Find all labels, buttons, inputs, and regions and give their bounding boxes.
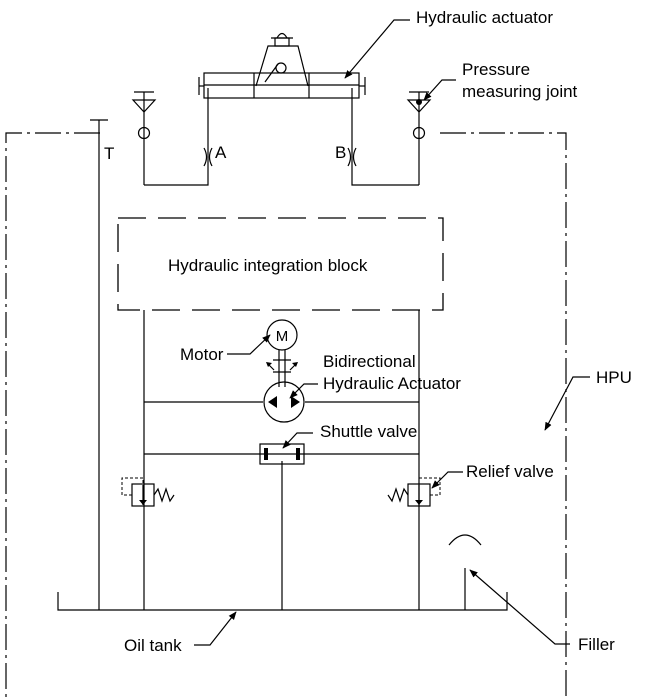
orifice-a (203, 147, 213, 167)
label-relief-valve: Relief valve (466, 462, 554, 481)
motor-symbol: M (276, 328, 289, 345)
label-pressure-line2: measuring joint (462, 82, 578, 101)
main-lines (143, 100, 466, 610)
integration-block (117, 217, 444, 311)
label-integration-block: Hydraulic integration block (168, 256, 368, 275)
label-port-t: T (104, 144, 114, 163)
label-oil-tank: Oil tank (124, 636, 182, 655)
label-pressure-line1: Pressure (462, 60, 530, 79)
leader-lines (194, 19, 590, 646)
label-motor: Motor (180, 345, 224, 364)
label-port-b: B (335, 143, 346, 162)
hydraulic-actuator (198, 32, 366, 99)
label-filler: Filler (578, 635, 615, 654)
bidirectional-pump (263, 381, 305, 423)
label-shuttle-valve: Shuttle valve (320, 422, 417, 441)
motor (266, 319, 298, 387)
orifice-b (347, 147, 357, 167)
label-port-a: A (215, 143, 227, 162)
label-hpu: HPU (596, 368, 632, 387)
hpu-boundary (5, 132, 567, 700)
relief-valve-right (387, 477, 441, 507)
label-hydraulic-actuator: Hydraulic actuator (416, 8, 553, 27)
pressure-joint-left (131, 91, 157, 140)
shuttle-valve (259, 443, 305, 465)
label-bidirectional-line1: Bidirectional (323, 352, 416, 371)
tank-return-line (90, 119, 108, 610)
filler (448, 534, 482, 546)
pressure-joint-right (406, 91, 432, 140)
label-bidirectional-line2: Hydraulic Actuator (323, 374, 461, 393)
relief-valve-left (121, 477, 175, 507)
horizontal-lines (144, 88, 419, 455)
